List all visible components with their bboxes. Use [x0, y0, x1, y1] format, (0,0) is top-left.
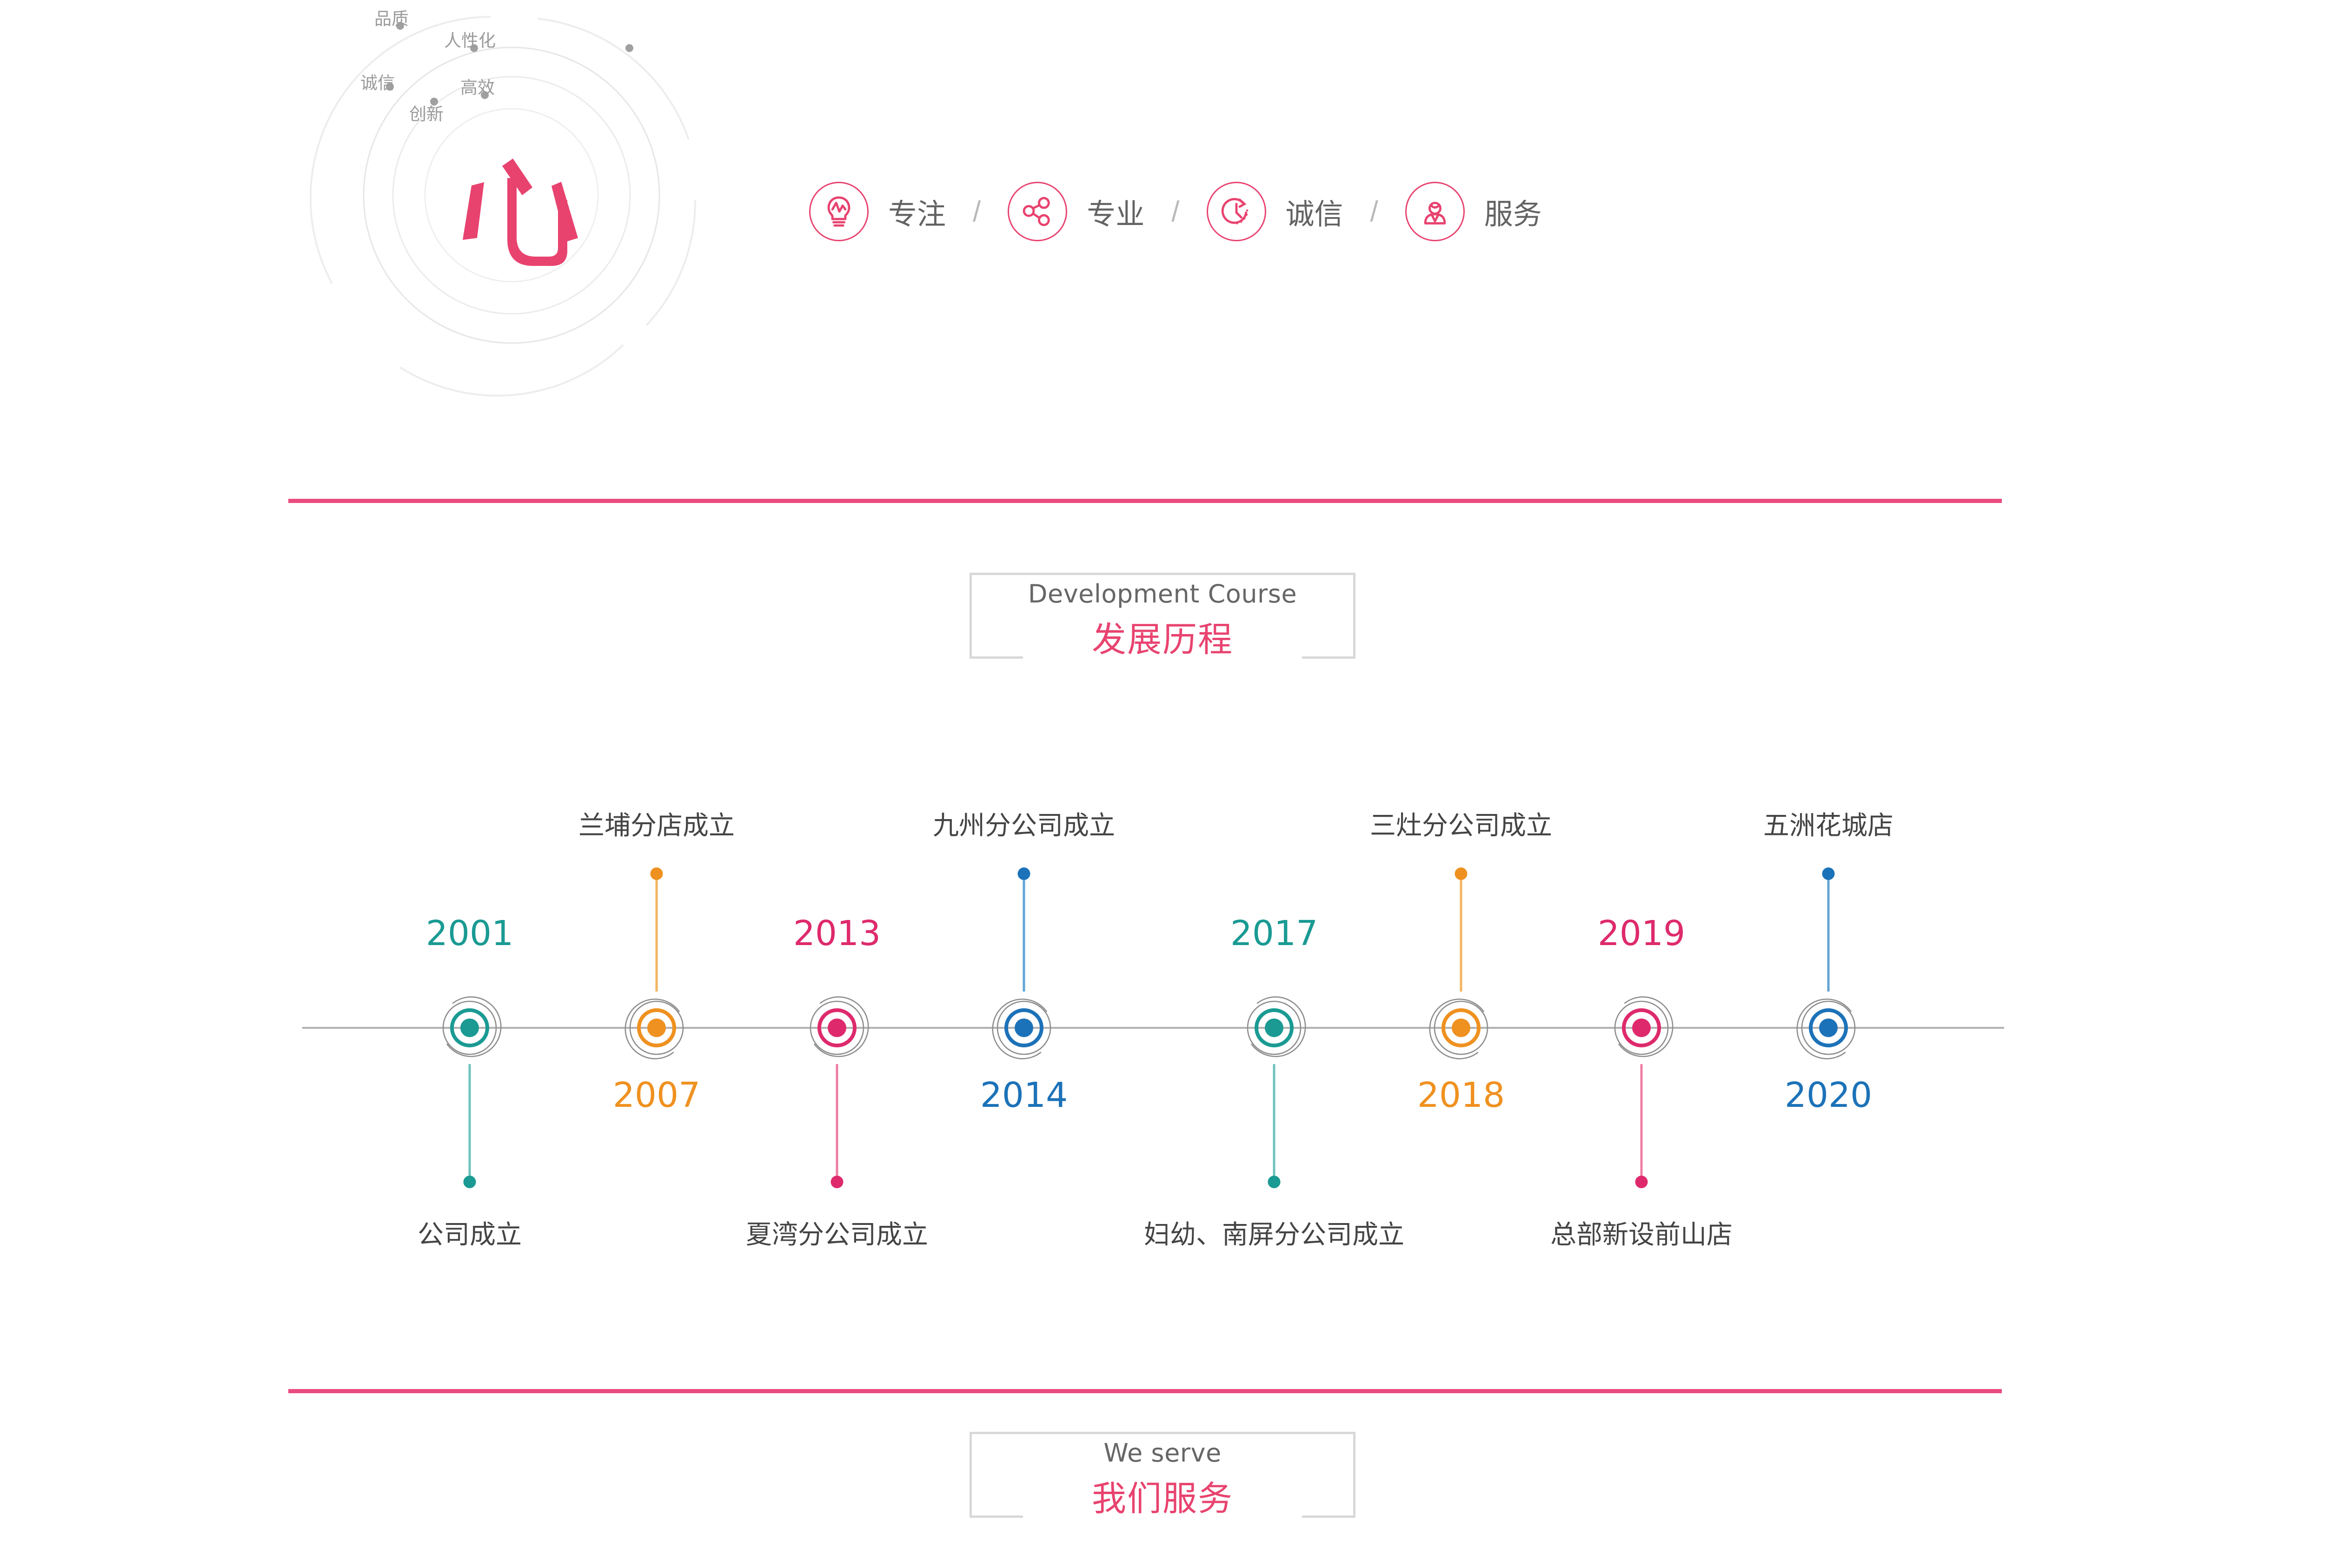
- divider-rule-bottom: [288, 1389, 2002, 1393]
- node-rings-2007: [624, 999, 684, 1059]
- value-separator-2: /: [1171, 195, 1180, 228]
- timeline-year-2019: 2019: [1597, 913, 1686, 953]
- value-label-focus: 专注: [888, 197, 946, 231]
- timeline-caption-2018: 三灶分公司成立: [1370, 811, 1552, 841]
- timeline-stem-2001: [468, 1064, 471, 1181]
- orbit-dot-humanized: [470, 44, 478, 52]
- value-label-service: 服务: [1484, 197, 1542, 231]
- timeline-caption-2017: 妇幼、南屏分公司成立: [1144, 1220, 1404, 1250]
- section-heading-we-serve: We serve 我们服务: [970, 1432, 1355, 1519]
- lightbulb-pulse-icon: [809, 182, 869, 241]
- orbit-dot-innovation: [430, 98, 438, 106]
- section-heading-development-course: Development Course 发展历程: [970, 573, 1355, 660]
- timeline-stem-dot-2014: [1017, 867, 1030, 880]
- timeline-stem-2018: [1460, 874, 1462, 992]
- frame2-line-right: [1353, 1432, 1355, 1518]
- heading-frame-2: [970, 1432, 1355, 1518]
- orbit-dot-quality: [396, 22, 404, 30]
- timeline-year-2017: 2017: [1230, 913, 1318, 953]
- value-label-integrity: 诚信: [1285, 197, 1343, 231]
- timeline-axis: [302, 1027, 2004, 1029]
- orbit-label-humanized: 人性化: [444, 31, 496, 51]
- node-rings-2017: [1247, 996, 1306, 1057]
- timeline-year-2007: 2007: [612, 1075, 701, 1115]
- divider-rule-top: [288, 499, 2002, 503]
- orbit-label-efficient: 高效: [460, 78, 495, 98]
- timeline-caption-2020: 五洲花城店: [1763, 811, 1893, 841]
- timeline-stem-dot-2001: [463, 1176, 476, 1188]
- node-rings-2013: [810, 996, 869, 1057]
- timeline-stem-2017: [1273, 1064, 1275, 1181]
- value-item-focus[interactable]: 专注: [809, 182, 946, 241]
- brand-logo-block: 品质 人性化 高效 创新 诚信: [279, 0, 744, 418]
- timeline-caption-2013: 夏湾分公司成立: [746, 1220, 928, 1250]
- timeline-stem-2020: [1827, 874, 1830, 992]
- orbit-dot-extra: [625, 44, 633, 52]
- clock-refresh-icon: [1206, 182, 1266, 241]
- timeline-stem-dot-2018: [1455, 867, 1468, 880]
- timeline-caption-2007: 兰埔分店成立: [578, 811, 735, 841]
- heading-en-we-serve: We serve: [1103, 1438, 1222, 1468]
- value-label-professional: 专业: [1087, 197, 1145, 231]
- orbit-label-quality: 品质: [374, 9, 409, 29]
- orbit-rings-graphic: [309, 16, 697, 397]
- timeline-year-2013: 2013: [793, 913, 881, 953]
- timeline-caption-2019: 总部新设前山店: [1550, 1220, 1733, 1250]
- node-rings-2019: [1614, 996, 1674, 1057]
- share-network-icon: [1008, 182, 1068, 241]
- heading-cn-development-course: 发展历程: [1092, 620, 1233, 660]
- timeline-year-2014: 2014: [980, 1075, 1068, 1115]
- node-rings-2001: [442, 996, 502, 1057]
- timeline-stem-2014: [1023, 874, 1025, 992]
- timeline-stem-2019: [1640, 1064, 1643, 1181]
- node-rings-2020: [1796, 999, 1856, 1059]
- person-service-icon: [1405, 182, 1465, 241]
- timeline-year-2001: 2001: [425, 913, 514, 953]
- core-values-row: 专注 / 专业 /: [809, 153, 2037, 270]
- timeline-stem-dot-2007: [650, 867, 663, 880]
- frame2-line-top: [970, 1432, 1355, 1434]
- heading-frame: [970, 573, 1355, 659]
- value-separator-3: /: [1370, 195, 1378, 228]
- frame-line-left: [970, 573, 972, 659]
- value-separator-1: /: [973, 195, 981, 228]
- timeline-stem-2013: [836, 1064, 838, 1181]
- frame-line-right: [1353, 573, 1355, 659]
- timeline-stem-dot-2020: [1822, 867, 1835, 880]
- value-item-service[interactable]: 服务: [1405, 182, 1542, 241]
- orbit-dot-efficient: [481, 91, 489, 99]
- heading-cn-we-serve: 我们服务: [1092, 1479, 1233, 1519]
- value-item-professional[interactable]: 专业: [1008, 182, 1144, 241]
- heading-en-development-course: Development Course: [1028, 579, 1297, 609]
- frame-line-bottom-right: [1302, 656, 1355, 659]
- frame-line-bottom-left: [970, 656, 1023, 659]
- timeline-year-2018: 2018: [1417, 1075, 1505, 1115]
- orbit-label-innovation: 创新: [409, 104, 444, 124]
- node-rings-2018: [1429, 999, 1488, 1059]
- orbit-dot-integrity: [386, 83, 394, 91]
- timeline-stem-dot-2017: [1268, 1176, 1281, 1188]
- timeline-stem-2007: [655, 874, 658, 992]
- orbit-label-integrity: 诚信: [360, 73, 395, 93]
- frame2-line-bottom-right: [1302, 1515, 1355, 1518]
- value-item-integrity[interactable]: 诚信: [1206, 182, 1343, 241]
- frame2-line-left: [970, 1432, 972, 1518]
- timeline-stem-dot-2019: [1635, 1176, 1648, 1188]
- timeline-caption-2001: 公司成立: [418, 1220, 522, 1250]
- frame-line-top: [970, 573, 1355, 575]
- frame2-line-bottom-left: [970, 1515, 1023, 1518]
- timeline-caption-2014: 九州分公司成立: [933, 811, 1115, 841]
- node-rings-2014: [992, 999, 1051, 1059]
- timeline-stem-dot-2013: [830, 1176, 844, 1188]
- timeline-year-2020: 2020: [1784, 1075, 1873, 1115]
